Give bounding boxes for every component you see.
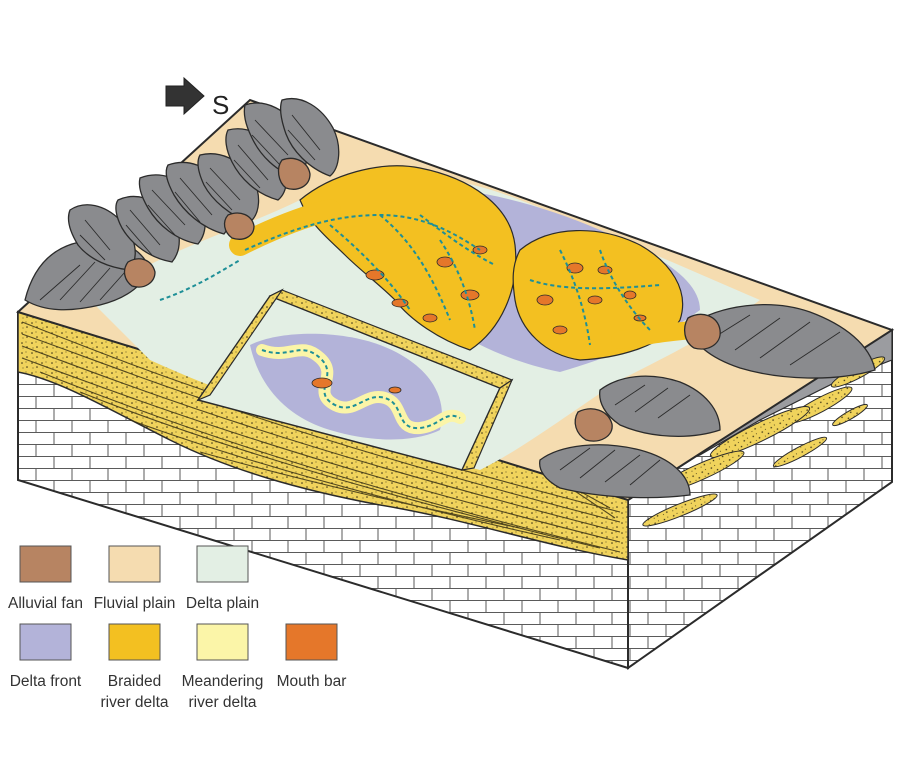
legend-item-delta-plain: Delta plain <box>186 545 259 612</box>
legend-label: river delta <box>100 694 168 711</box>
legend-swatch <box>196 623 249 661</box>
legend-swatch <box>108 623 161 661</box>
legend-label: river delta <box>188 694 256 711</box>
legend-label: Braided <box>108 673 161 690</box>
legend-item-fluvial-plain: Fluvial plain <box>94 545 176 612</box>
legend-item-alluvial-fan: Alluvial fan <box>8 545 83 612</box>
legend-item-meandering-river-delta: Meandering river delta <box>182 623 264 711</box>
distributary-channels <box>159 213 661 346</box>
legend-swatch <box>285 623 338 661</box>
legend-label: Delta front <box>10 673 82 690</box>
legend-label: Alluvial fan <box>8 595 83 612</box>
legend-swatch <box>19 623 72 661</box>
mountain-range-south <box>539 304 876 499</box>
alluvial-fans <box>123 157 311 288</box>
alluvial-fans <box>574 313 721 442</box>
mouth-bars <box>365 245 647 335</box>
sediment-wedge <box>17 310 629 561</box>
legend-swatch <box>108 545 161 583</box>
orientation-indicator: S <box>165 76 229 120</box>
cutaway-box <box>196 288 514 471</box>
legend-item-mouth-bar: Mouth bar <box>277 623 347 690</box>
legend-label: Fluvial plain <box>94 595 176 612</box>
orientation-label: S <box>212 90 229 120</box>
legend-item-braided-river-delta: Braided river delta <box>100 623 169 711</box>
legend-label: Delta plain <box>186 595 259 612</box>
mountain-range-north <box>24 98 340 311</box>
legend: Alluvial fan Fluvial plain Delta plainDelt… <box>8 545 347 711</box>
legend-swatch <box>196 545 249 583</box>
legend-swatch <box>19 545 72 583</box>
legend-label: Meandering <box>182 673 264 690</box>
braided-delta-lobe <box>299 165 517 351</box>
arrow-right-icon <box>165 76 205 116</box>
legend-item-delta-front: Delta front <box>10 623 82 690</box>
legend-label: Mouth bar <box>277 673 347 690</box>
